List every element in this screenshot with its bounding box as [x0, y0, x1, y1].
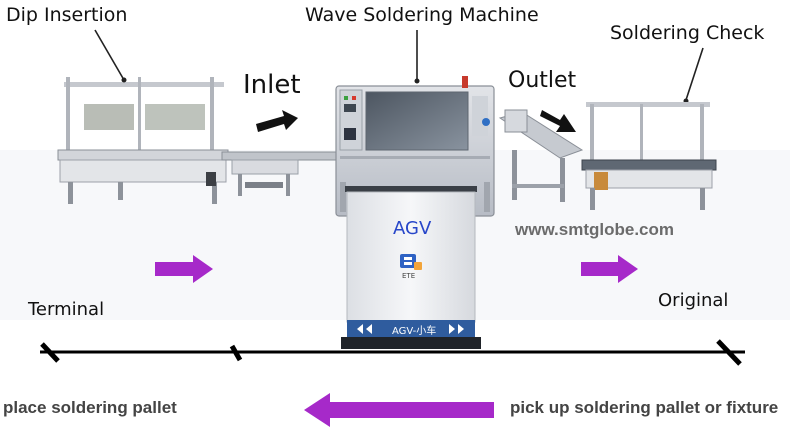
place-pallet-caption: place soldering pallet	[3, 398, 177, 417]
agv-track	[40, 339, 745, 366]
wave-soldering-label: Wave Soldering Machine	[305, 4, 539, 26]
agv-label: AGV	[393, 218, 432, 239]
black-arrow-icon	[256, 110, 298, 132]
right-arrow-icon	[581, 255, 638, 283]
agv-plate-label: AGV-小车	[392, 326, 437, 337]
left-arrow-icon	[304, 393, 494, 427]
black-arrow-icon	[540, 110, 576, 132]
outlet-conveyor	[498, 109, 584, 202]
inlet-conveyor	[221, 151, 341, 196]
soldering-check-bench	[581, 47, 717, 210]
agv-logo-text: ETE	[402, 272, 416, 280]
ete-logo-icon	[400, 254, 422, 270]
dip-insertion-label: Dip Insertion	[6, 4, 128, 26]
terminal-label: Terminal	[28, 299, 105, 320]
website-watermark: www.smtglobe.com	[515, 220, 675, 239]
right-arrow-icon	[155, 255, 213, 283]
outlet-label: Outlet	[508, 68, 577, 93]
dip-insertion-bench	[57, 29, 229, 204]
pickup-pallet-caption: pick up soldering pallet or fixture	[510, 398, 779, 417]
inlet-label: Inlet	[243, 70, 301, 100]
original-label: Original	[658, 290, 729, 311]
soldering-check-label: Soldering Check	[610, 22, 765, 44]
wave-soldering-machine	[335, 30, 495, 217]
